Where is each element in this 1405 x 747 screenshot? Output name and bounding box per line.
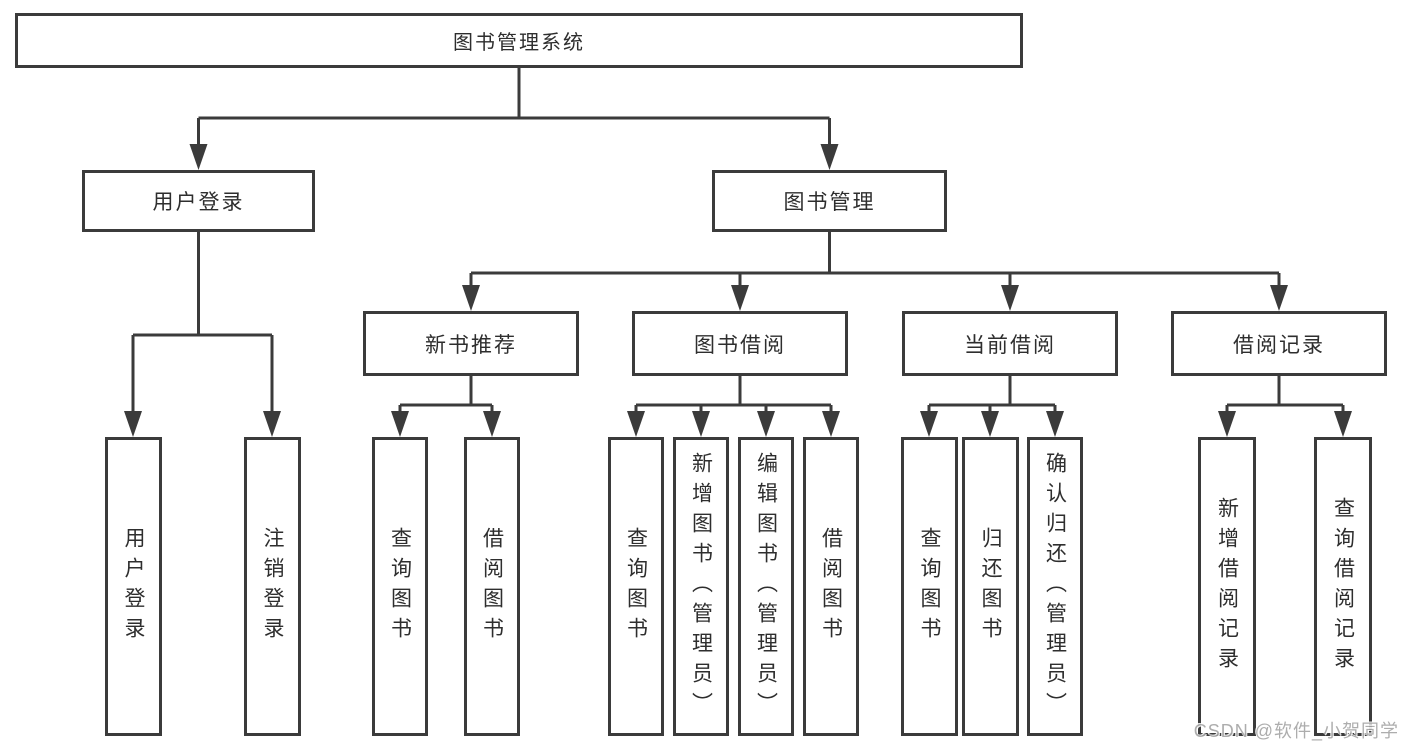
node-book-borrowing: 图书借阅 bbox=[632, 311, 848, 376]
arrow-down-icon bbox=[692, 411, 710, 437]
leaf-return-book: 归还图书 bbox=[962, 437, 1019, 736]
leaf-query-borrow-record-label: 查询借阅记录 bbox=[1331, 496, 1355, 677]
leaf-add-book-admin: 新增图书（管理员） bbox=[673, 437, 729, 736]
leaf-edit-book-admin-label: 编辑图书（管理员） bbox=[754, 451, 778, 722]
leaf-add-borrow-record-label: 新增借阅记录 bbox=[1215, 496, 1239, 677]
node-borrow-records-label: 借阅记录 bbox=[1233, 333, 1325, 357]
leaf-confirm-return-admin-label: 确认归还（管理员） bbox=[1043, 451, 1067, 722]
node-borrow-records: 借阅记录 bbox=[1171, 311, 1387, 376]
leaf-user-login: 用户登录 bbox=[105, 437, 162, 736]
arrow-down-icon bbox=[731, 285, 749, 311]
watermark: CSDN @软件_小贺同学 bbox=[1193, 721, 1399, 741]
leaf-query-books-2: 查询图书 bbox=[608, 437, 664, 736]
arrow-down-icon bbox=[1046, 411, 1064, 437]
arrow-down-icon bbox=[820, 144, 839, 170]
node-new-book-recommend-label: 新书推荐 bbox=[425, 333, 517, 357]
leaf-query-books-3: 查询图书 bbox=[901, 437, 958, 736]
arrow-down-icon bbox=[189, 144, 208, 170]
arrow-down-icon bbox=[1270, 285, 1288, 311]
leaf-add-borrow-record: 新增借阅记录 bbox=[1198, 437, 1256, 736]
node-new-book-recommend: 新书推荐 bbox=[363, 311, 579, 376]
arrow-down-icon bbox=[822, 411, 840, 437]
leaf-logout: 注销登录 bbox=[244, 437, 301, 736]
leaf-borrow-books-1: 借阅图书 bbox=[464, 437, 520, 736]
node-current-borrowing: 当前借阅 bbox=[902, 311, 1118, 376]
leaf-edit-book-admin: 编辑图书（管理员） bbox=[738, 437, 794, 736]
connector-new-books-to-leaves bbox=[398, 376, 494, 417]
arrow-down-icon bbox=[757, 411, 775, 437]
leaf-borrow-books-2-label: 借阅图书 bbox=[819, 526, 843, 647]
connector-root-to-level2 bbox=[197, 68, 831, 150]
arrow-down-icon bbox=[1334, 411, 1352, 437]
leaf-logout-label: 注销登录 bbox=[261, 526, 284, 647]
node-book-management: 图书管理 bbox=[712, 170, 947, 232]
arrowhead-icons bbox=[124, 144, 1352, 437]
node-current-borrowing-label: 当前借阅 bbox=[964, 333, 1056, 357]
connector-lines bbox=[131, 68, 1345, 417]
leaf-user-login-label: 用户登录 bbox=[122, 526, 145, 647]
leaf-add-book-admin-label: 新增图书（管理员） bbox=[689, 451, 713, 722]
leaf-query-books-1: 查询图书 bbox=[372, 437, 428, 736]
arrow-down-icon bbox=[391, 411, 409, 437]
connector-book-mgmt-to-level3 bbox=[469, 232, 1281, 292]
leaf-query-books-3-label: 查询图书 bbox=[918, 526, 941, 647]
leaf-borrow-books-2: 借阅图书 bbox=[803, 437, 859, 736]
leaf-query-books-1-label: 查询图书 bbox=[388, 526, 412, 647]
arrow-down-icon bbox=[124, 411, 142, 437]
connector-book-borrow-to-leaves bbox=[634, 376, 833, 417]
arrow-down-icon bbox=[1001, 285, 1019, 311]
connector-user-login-to-leaves bbox=[131, 232, 274, 417]
leaf-query-books-2-label: 查询图书 bbox=[624, 526, 648, 647]
leaf-borrow-books-1-label: 借阅图书 bbox=[480, 526, 504, 647]
node-user-login-label: 用户登录 bbox=[152, 191, 245, 214]
arrow-down-icon bbox=[1218, 411, 1236, 437]
arrow-down-icon bbox=[981, 411, 999, 437]
arrow-down-icon bbox=[627, 411, 645, 437]
leaf-query-borrow-record: 查询借阅记录 bbox=[1314, 437, 1372, 736]
node-book-management-label: 图书管理 bbox=[783, 191, 876, 214]
node-book-borrowing-label: 图书借阅 bbox=[694, 333, 786, 357]
arrow-down-icon bbox=[462, 285, 480, 311]
leaf-return-book-label: 归还图书 bbox=[979, 526, 1002, 647]
arrow-down-icon bbox=[483, 411, 501, 437]
connector-borrow-records-to-leaves bbox=[1225, 376, 1345, 417]
node-library-system-label: 图书管理系统 bbox=[453, 32, 585, 54]
connector-current-borrow-to-leaves bbox=[927, 376, 1057, 417]
node-user-login: 用户登录 bbox=[82, 170, 315, 232]
leaf-confirm-return-admin: 确认归还（管理员） bbox=[1027, 437, 1083, 736]
arrow-down-icon bbox=[920, 411, 938, 437]
arrow-down-icon bbox=[263, 411, 281, 437]
node-library-system: 图书管理系统 bbox=[15, 13, 1023, 68]
